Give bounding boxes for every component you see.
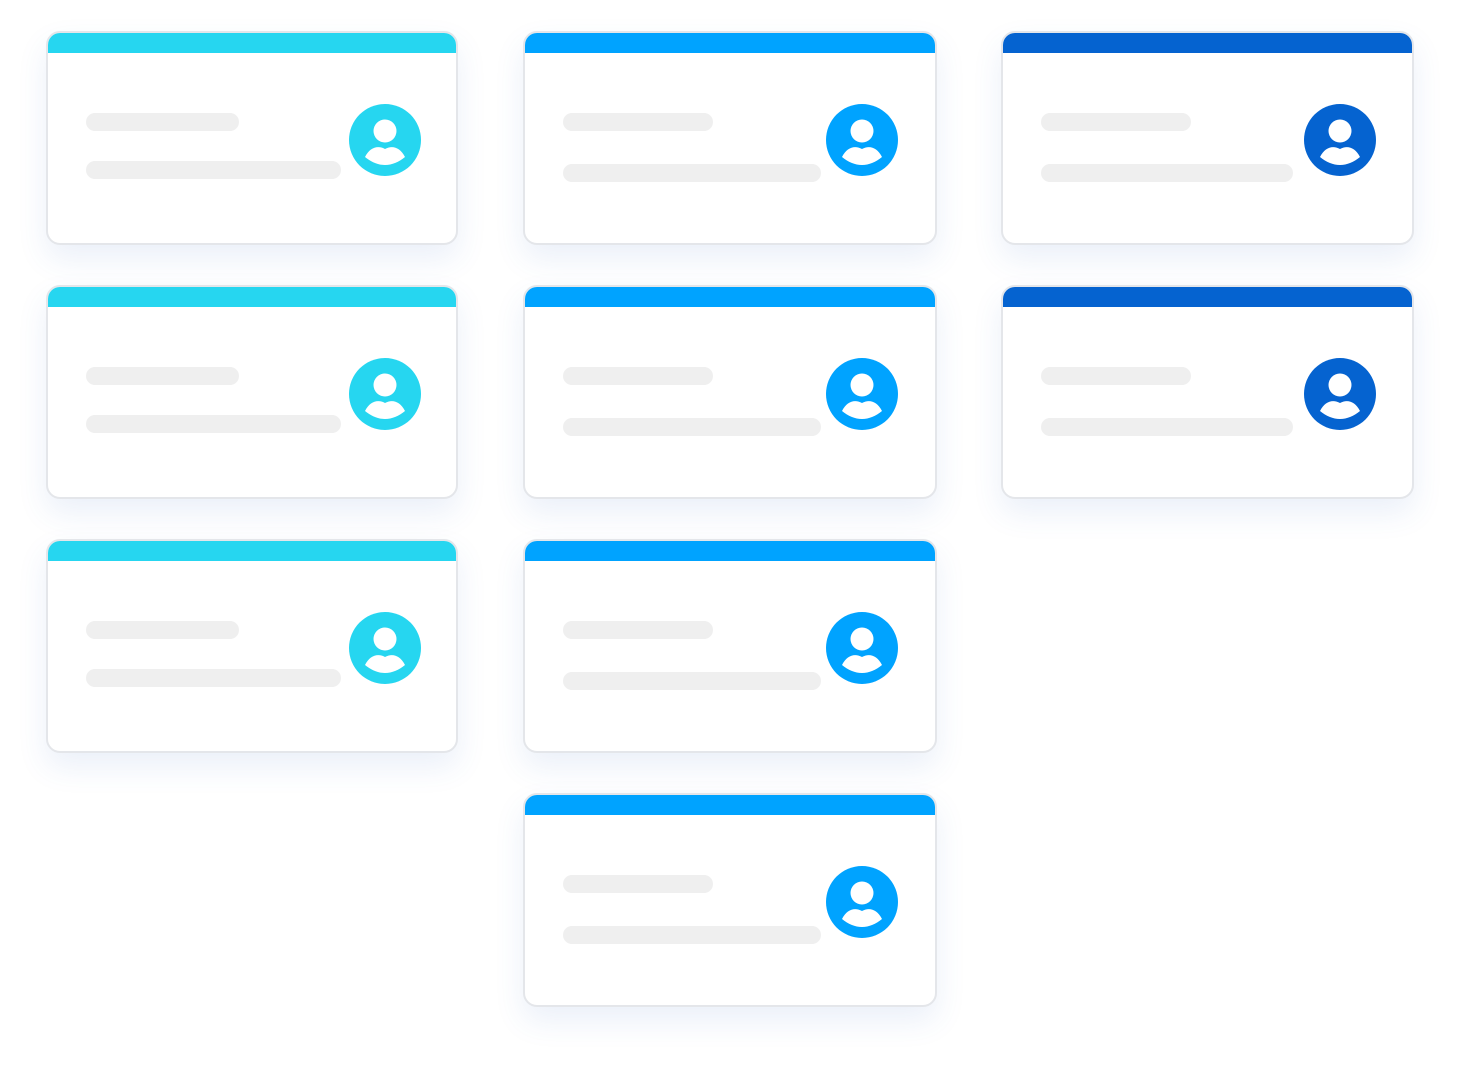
placeholder-title-line — [1041, 113, 1191, 131]
card-accent-bar — [48, 287, 456, 307]
user-card[interactable] — [523, 31, 937, 245]
placeholder-subtitle-line — [1041, 418, 1293, 436]
user-avatar-icon[interactable] — [826, 358, 898, 430]
placeholder-title-line — [563, 367, 713, 385]
user-avatar-icon[interactable] — [349, 358, 421, 430]
user-card[interactable] — [1001, 285, 1414, 499]
user-avatar-icon[interactable] — [349, 612, 421, 684]
board-column-sky — [523, 31, 937, 1047]
placeholder-subtitle-line — [563, 418, 821, 436]
user-avatar-icon[interactable] — [826, 612, 898, 684]
placeholder-subtitle-line — [86, 415, 341, 433]
user-card[interactable] — [523, 793, 937, 1007]
placeholder-subtitle-line — [86, 161, 341, 179]
user-card[interactable] — [523, 539, 937, 753]
placeholder-subtitle-line — [563, 164, 821, 182]
user-card[interactable] — [46, 31, 458, 245]
board-column-cyan — [46, 31, 458, 793]
placeholder-title-line — [86, 621, 239, 639]
user-card[interactable] — [46, 539, 458, 753]
placeholder-title-line — [563, 113, 713, 131]
card-accent-bar — [525, 287, 935, 307]
card-accent-bar — [525, 33, 935, 53]
user-avatar-icon[interactable] — [349, 104, 421, 176]
user-avatar-icon[interactable] — [826, 866, 898, 938]
card-accent-bar — [1003, 33, 1412, 53]
card-accent-bar — [48, 541, 456, 561]
user-card[interactable] — [46, 285, 458, 499]
user-card[interactable] — [1001, 31, 1414, 245]
card-accent-bar — [525, 541, 935, 561]
placeholder-subtitle-line — [1041, 164, 1293, 182]
placeholder-title-line — [563, 875, 713, 893]
placeholder-title-line — [1041, 367, 1191, 385]
placeholder-subtitle-line — [563, 672, 821, 690]
user-card[interactable] — [523, 285, 937, 499]
placeholder-title-line — [86, 367, 239, 385]
placeholder-subtitle-line — [86, 669, 341, 687]
placeholder-subtitle-line — [563, 926, 821, 944]
user-avatar-icon[interactable] — [1304, 358, 1376, 430]
user-avatar-icon[interactable] — [1304, 104, 1376, 176]
card-accent-bar — [48, 33, 456, 53]
card-accent-bar — [525, 795, 935, 815]
placeholder-title-line — [86, 113, 239, 131]
user-avatar-icon[interactable] — [826, 104, 898, 176]
card-accent-bar — [1003, 287, 1412, 307]
placeholder-title-line — [563, 621, 713, 639]
board-column-royal — [1001, 31, 1414, 539]
